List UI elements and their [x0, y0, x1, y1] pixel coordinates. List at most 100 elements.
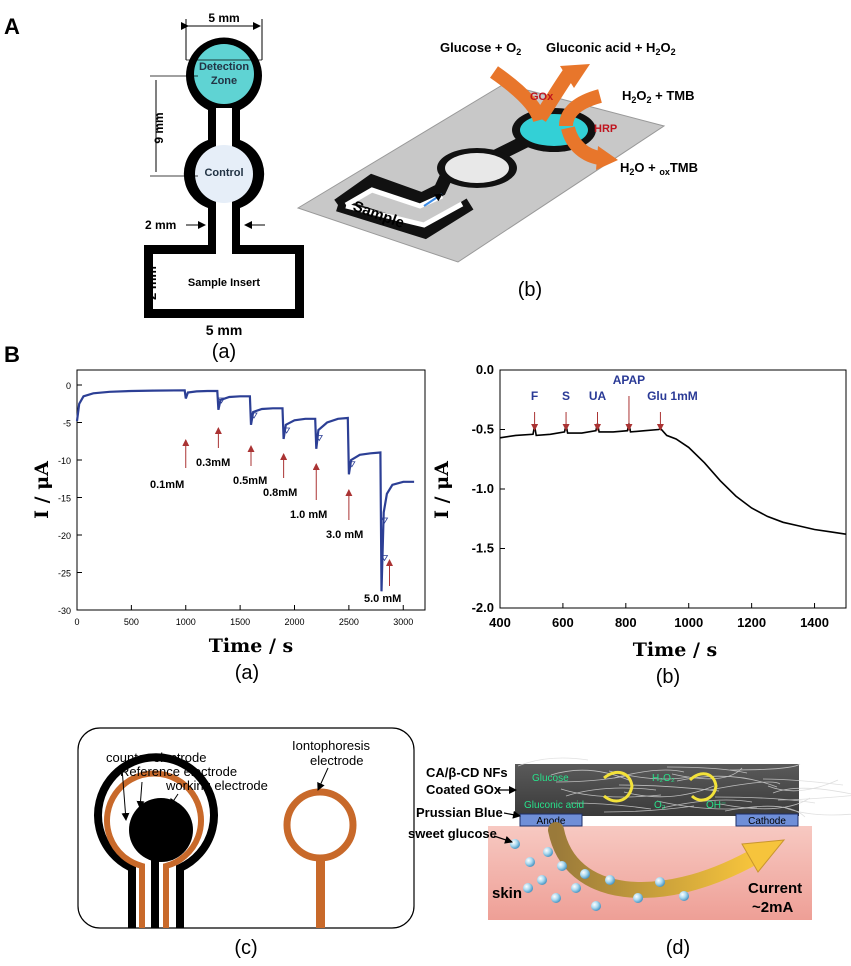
- x-tick-label: 1000: [176, 617, 196, 627]
- ca-cd-label-1: CA/β-CD NFs: [426, 765, 508, 780]
- anode-label: Anode: [537, 816, 566, 827]
- y-tick-label: -30: [58, 606, 71, 616]
- glucose-text: Glucose + O2: [440, 40, 521, 57]
- caption-d: (d): [666, 937, 690, 959]
- x-tick-label: 3000: [393, 617, 413, 627]
- glucose-bead: [591, 901, 601, 911]
- section-label-b: B: [4, 342, 20, 367]
- caption-b-b: (b): [656, 666, 680, 688]
- x-tick-label: 500: [124, 617, 139, 627]
- glucose-bead: [633, 893, 643, 903]
- data-marker: [250, 412, 258, 419]
- section-label-a: A: [4, 14, 20, 39]
- fiber-strand: [729, 763, 801, 771]
- fiber-strand: [603, 805, 695, 813]
- y-tick-label: 0: [66, 381, 71, 391]
- fiber-strand: [777, 795, 851, 801]
- fiber-strand: [613, 769, 685, 779]
- x-tick-label: 1400: [800, 615, 829, 630]
- counter-label: counter electrode: [106, 750, 206, 765]
- sample-insert-label: Sample Insert: [188, 277, 260, 289]
- annotation-label: Glu 1mM: [647, 389, 698, 403]
- fiber-strand: [666, 766, 748, 774]
- data-marker: [380, 555, 389, 562]
- ionto-label-1: Iontophoresis: [292, 738, 371, 753]
- fiber-strand: [661, 799, 753, 809]
- fiber-strand: [709, 781, 781, 791]
- annotation-label: 0.8mM: [263, 487, 297, 499]
- current-arrow: [548, 822, 760, 898]
- y-tick-label: -2.0: [472, 600, 494, 615]
- fiber-glucose-label: Glucose: [532, 773, 569, 784]
- panel-d-scheme: Anode Cathode Glucose Gluconic acid H₂O₂…: [408, 757, 851, 959]
- hrp-arrow-in: [559, 89, 603, 127]
- hrp-cycle-arrow: [688, 772, 718, 802]
- gox-label: GOx: [530, 91, 554, 103]
- dim-vertical: 9 mm: [152, 112, 166, 143]
- hrp-label: HRP: [594, 123, 617, 135]
- glucose-bead: [580, 869, 590, 879]
- gox-cycle-arrow: [603, 770, 634, 803]
- annotation-label: 0.3mM: [196, 457, 230, 469]
- y-tick-label: -15: [58, 494, 71, 504]
- data-marker: [217, 397, 226, 404]
- fiber-strand: [714, 796, 816, 804]
- fiber-oh-label: OH⁻: [706, 800, 726, 811]
- annotation-label: 3.0 mM: [326, 529, 363, 541]
- fiber-strand: [656, 800, 758, 810]
- fiber-strand: [570, 802, 652, 810]
- x-tick-label: 800: [615, 615, 637, 630]
- current-label-1: Current: [748, 880, 802, 897]
- glucose-bead: [525, 857, 535, 867]
- hrp-arrow-head: [596, 146, 618, 170]
- flow-arrow: [423, 193, 443, 207]
- caption-b-a: (a): [235, 662, 259, 684]
- gox-arrow-head: [560, 64, 590, 88]
- x-tick-label: 1500: [230, 617, 250, 627]
- cathode-label: Cathode: [748, 816, 786, 827]
- detection-label-1: Detection: [199, 61, 249, 73]
- x-tick-label: 0: [74, 617, 79, 627]
- fiber-strand: [767, 779, 839, 792]
- chart2-ylabel: I / μA: [431, 461, 453, 519]
- chart2-frame: [499, 369, 847, 609]
- prussian-label: Prussian Blue: [416, 805, 503, 820]
- y-tick-label: -1.0: [472, 481, 494, 496]
- x-tick-label: 1200: [737, 615, 766, 630]
- fiber-o2-label: O₂: [654, 800, 666, 811]
- y-tick-label: -10: [58, 456, 71, 466]
- chart2-xlabel: Time / s: [633, 639, 717, 661]
- chart2-series-line: [499, 423, 847, 535]
- dim-bottom: 5 mm: [206, 322, 243, 338]
- detection-zone: [194, 44, 254, 104]
- chart1-xlabel: Time / s: [209, 635, 293, 657]
- counter-electrode: [94, 753, 218, 928]
- gluconic-text: Gluconic acid + H2O2: [546, 40, 676, 57]
- glucose-bead: [537, 875, 547, 885]
- glucose-bead: [655, 877, 665, 887]
- ca-cd-label-2: Coated GOx: [426, 782, 502, 797]
- data-marker: [315, 435, 323, 442]
- fiber-strand: [676, 775, 778, 788]
- y-tick-label: 0.0: [476, 362, 494, 377]
- chart1-frame: [76, 369, 426, 611]
- x-tick-label: 2500: [339, 617, 359, 627]
- control-zone: [195, 145, 253, 203]
- h2o2-tmb-text: H2O2 + TMB: [622, 88, 695, 105]
- annotation-label: 5.0 mM: [364, 593, 401, 605]
- annotation-label: S: [562, 389, 570, 403]
- glucose-bead: [571, 883, 581, 893]
- current-label-2: ~2mA: [752, 899, 793, 916]
- x-tick-label: 1000: [674, 615, 703, 630]
- caption-a-b: (b): [518, 279, 542, 301]
- dim-top: 5 mm: [208, 11, 239, 25]
- glucose-bead: [557, 861, 567, 871]
- y-tick-label: -5: [63, 419, 71, 429]
- skin-label: skin: [492, 885, 522, 902]
- fiber-h2o2-label: H₂O₂: [652, 773, 675, 784]
- y-tick-label: -0.5: [472, 422, 494, 437]
- working-label: working electrode: [165, 778, 268, 793]
- y-tick-label: -20: [58, 531, 71, 541]
